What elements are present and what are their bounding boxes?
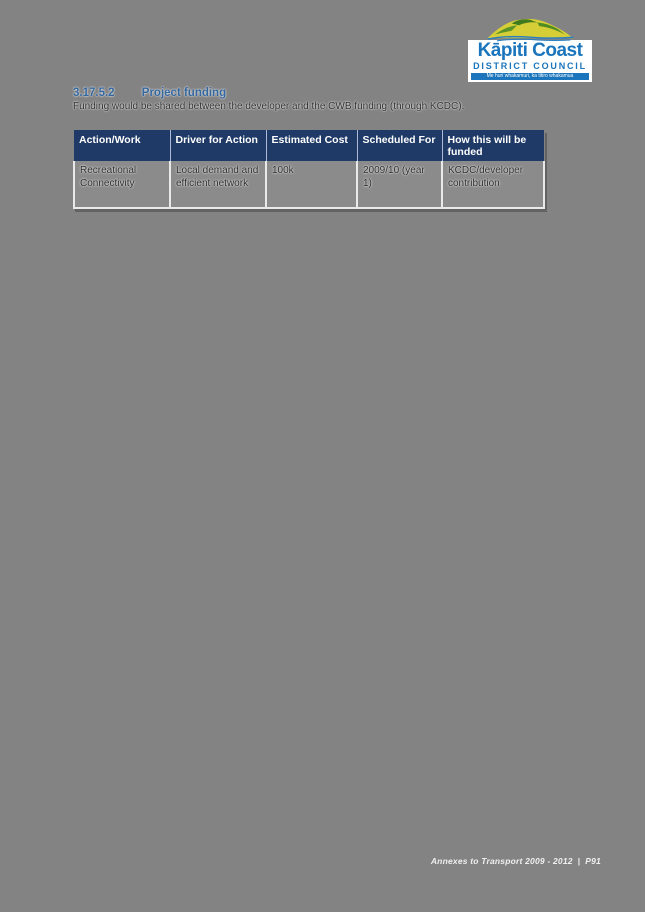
logo-council-subtitle: DISTRICT COUNCIL — [473, 61, 587, 71]
section-heading: 3.17.5.2 Project funding — [73, 87, 226, 99]
col-scheduled-for: Scheduled For — [356, 130, 442, 161]
section-title: Project funding — [141, 87, 227, 99]
funding-table-body: Recreational Connectivity Local demand a… — [73, 161, 545, 209]
logo-hill-icon — [487, 18, 574, 42]
intro-paragraph: Funding would be shared between the deve… — [73, 101, 465, 112]
cell-estimated-cost: 100k — [265, 161, 358, 209]
cell-scheduled-for: 2009/10 (year 1) — [356, 161, 443, 209]
cell-action-work: Recreational Connectivity — [73, 161, 171, 209]
col-how-funded: How this will be funded — [441, 130, 544, 161]
header-row: Action/Work Driver for Action Estimated … — [74, 130, 544, 161]
cell-driver-for-action: Local demand and efficient network — [169, 161, 267, 209]
section-number: 3.17.5.2 — [73, 87, 115, 99]
logo-council-name: Kāpiti Coast — [477, 40, 583, 61]
col-action-work: Action/Work — [74, 130, 170, 161]
logo-motto: Me huri whakamuri, ka titiro whakamua — [471, 73, 589, 80]
page-footer: Annexes to Transport 2009 - 2012 | P91 — [431, 856, 601, 866]
council-logo: Kāpiti Coast DISTRICT COUNCIL Me huri wh… — [468, 14, 592, 82]
table-row: Recreational Connectivity Local demand a… — [73, 161, 545, 209]
footer-document-title: Annexes to Transport 2009 - 2012 — [430, 856, 573, 866]
footer-page-number: P91 — [585, 856, 601, 866]
col-estimated-cost: Estimated Cost — [265, 130, 357, 161]
funding-table-header: Action/Work Driver for Action Estimated … — [74, 130, 544, 161]
funding-table: Action/Work Driver for Action Estimated … — [73, 130, 545, 209]
footer-separator: | — [577, 856, 581, 866]
cell-how-funded: KCDC/developer contribution — [441, 161, 545, 209]
logo-text-box: Kāpiti Coast DISTRICT COUNCIL Me huri wh… — [468, 40, 592, 82]
col-driver-for-action: Driver for Action — [169, 130, 266, 161]
